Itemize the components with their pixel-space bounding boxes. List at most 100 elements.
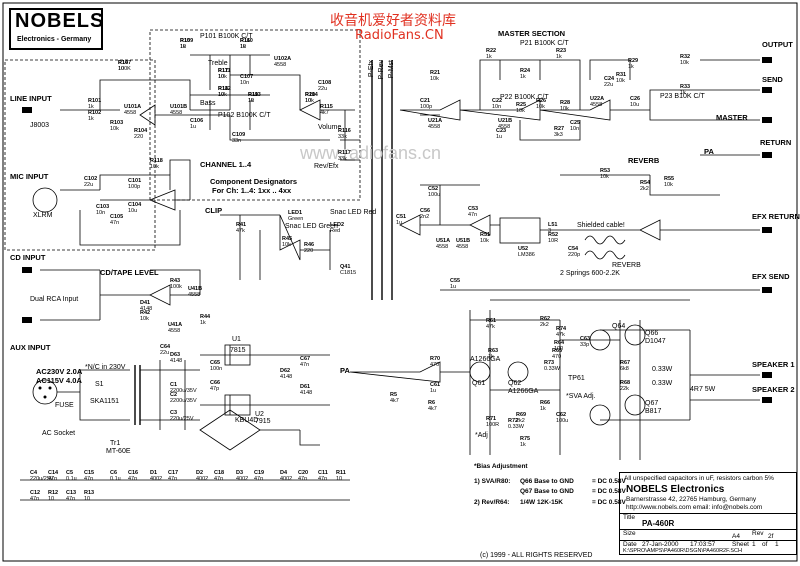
component-value: 47n (318, 476, 328, 482)
component-designator: R13 (84, 490, 95, 496)
component-designator: R53 (600, 168, 611, 174)
component-designator: U21B (498, 118, 513, 124)
copyright: (c) 1999 - ALL RIGHTS RESERVED (480, 552, 593, 559)
component-value: 0.33W (544, 366, 560, 372)
component-designator: R25 (516, 102, 527, 108)
time-value: 17:03:57 (690, 541, 716, 548)
component-value: 10k (616, 78, 625, 84)
component-value: 10k (150, 164, 159, 170)
component-value: 100 (554, 346, 564, 352)
component-designator: R117 (338, 150, 351, 156)
component-value: 33p (580, 342, 590, 348)
component-designator: R42 (140, 310, 151, 316)
component-value: 4558 (590, 102, 603, 108)
component-designator: C15 (84, 470, 95, 476)
component-designator: R74 (556, 326, 567, 332)
component-value: 10 (240, 44, 247, 50)
component-designator: R44 (200, 314, 211, 320)
file-path: K:\SPRO\AMPS\PA460R\DSGN\PA460R2F.SCH (623, 548, 743, 554)
component-value: 220 (134, 134, 144, 140)
component-value: 47n (128, 476, 138, 482)
bus-rev-label: P-Rev (378, 60, 385, 80)
component-designator: U41A (168, 322, 183, 328)
of-label: of (762, 541, 768, 548)
component-value: 4148 (300, 390, 313, 396)
component-designator: C2 (170, 392, 178, 398)
component-value: 2k2 (516, 418, 525, 424)
master-pot-label: MASTER (716, 113, 748, 122)
component-designator: R18 (218, 86, 229, 92)
pot-p102: P102 B100K C/T (218, 112, 271, 119)
transformer-type-label: MT-60E (106, 448, 131, 455)
component-value: 10u (630, 102, 640, 108)
component-designator: R15 (180, 38, 191, 44)
component-designator: C62 (556, 412, 567, 418)
component-designator: R21 (430, 70, 441, 76)
title-address: Barnerstrasse 42, 22765 Hamburg, Germany (626, 496, 757, 503)
component-value: 1k (520, 442, 526, 448)
send-label: SEND (762, 75, 783, 84)
component-value: 220u/25V (30, 476, 54, 482)
component-designator: C63 (580, 336, 591, 342)
treble-label: Treble (208, 60, 228, 67)
rev-value: 2f (768, 533, 774, 540)
component-value: 10k (600, 174, 609, 180)
component-designator: C102 (84, 176, 98, 182)
q64-label: Q64 (612, 323, 626, 330)
component-designator: U101A (124, 104, 142, 110)
component-designator: R43 (170, 278, 181, 284)
component-designator: C52 (428, 186, 439, 192)
q62-type-label: A1266GA (508, 388, 539, 395)
component-value: 2200u/35V (170, 388, 197, 394)
component-designator: D61 (300, 384, 311, 390)
component-value: 4558 (428, 124, 441, 130)
component-designator: R118 (150, 158, 163, 164)
component-value: 33k (338, 134, 347, 140)
title-label: Title (623, 514, 636, 521)
reverb-label: REVERB (628, 156, 660, 165)
component-value: 10k (536, 104, 545, 110)
switch-type-label: SKA1151 (90, 398, 120, 405)
component-designator: R101 (88, 98, 102, 104)
component-value: C1815 (340, 270, 357, 276)
component-designator: R72 (508, 418, 519, 424)
component-designator: C5 (66, 470, 74, 476)
component-value: 470 (430, 362, 440, 368)
cd-tape-level-label: CD/TAPE LEVEL (100, 268, 159, 277)
component-value: 100u (428, 192, 441, 198)
component-value: 10k (218, 92, 227, 98)
speaker2-label: SPEAKER 2 (752, 385, 795, 394)
component-value: 1k (680, 90, 686, 96)
component-value: 220p (568, 252, 581, 258)
component-designator: C51 (396, 214, 407, 220)
speaker1-label: SPEAKER 1 (752, 360, 795, 369)
component-designator: C6 (110, 470, 118, 476)
component-designator: C12 (30, 490, 41, 496)
component-designator: C23 (496, 128, 507, 134)
component-designator: D4 (280, 470, 288, 476)
